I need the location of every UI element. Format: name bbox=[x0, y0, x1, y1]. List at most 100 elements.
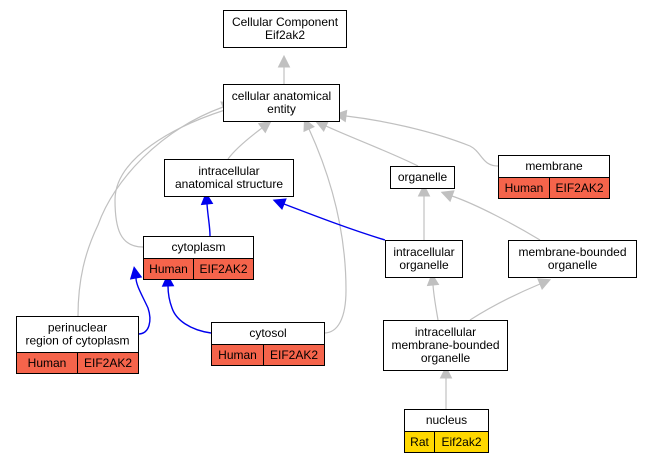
edge-line bbox=[206, 203, 211, 237]
edge-line bbox=[135, 277, 151, 335]
species-tag-box bbox=[498, 177, 610, 199]
edge-cyto-to-ias bbox=[200, 191, 214, 237]
edge-io-to-ias bbox=[272, 198, 386, 241]
species-tag-box bbox=[404, 431, 489, 453]
gene-label: EIF2AK2 bbox=[84, 356, 132, 370]
edge-mbo-to-org bbox=[440, 190, 541, 241]
node-label-line: entity bbox=[267, 102, 296, 116]
edge-peri-to-cyto bbox=[129, 266, 151, 335]
node-box bbox=[16, 316, 139, 353]
node-label-line: organelle bbox=[398, 170, 448, 184]
edge-cytosol-to-cyto bbox=[161, 273, 212, 334]
edge-arrowhead bbox=[161, 273, 175, 287]
species-label: Human bbox=[505, 181, 544, 195]
node-label-line: organelle bbox=[399, 258, 449, 272]
gene-label: EIF2AK2 bbox=[199, 262, 247, 276]
species-label: Rat bbox=[410, 435, 429, 449]
species-label: Human bbox=[218, 348, 257, 362]
node-label-line: Cellular Component bbox=[232, 15, 339, 29]
edge-io-to-org bbox=[417, 183, 431, 240]
node-label-line: perinuclear bbox=[48, 321, 107, 335]
edge-line bbox=[283, 203, 386, 241]
species-tag: Human EIF2AK2 bbox=[16, 352, 139, 374]
edge-line bbox=[227, 127, 263, 160]
node-label-line: membrane bbox=[525, 159, 583, 173]
edge-arrowhead bbox=[277, 54, 291, 68]
node-box bbox=[385, 240, 463, 278]
node-label-line: Eif2ak2 bbox=[265, 28, 305, 42]
edge-arrowhead bbox=[314, 120, 330, 132]
node-label-line: organelle bbox=[548, 258, 598, 272]
edge-cytosol-to-cae bbox=[303, 117, 347, 334]
node-label-line: cytoplasm bbox=[171, 240, 225, 254]
edge-line bbox=[469, 283, 541, 321]
edge-arrowhead bbox=[272, 198, 287, 211]
species-tag: Human EIF2AK2 bbox=[143, 258, 254, 280]
node-box bbox=[508, 240, 637, 278]
node-box bbox=[223, 84, 340, 122]
node-label-line: intracellular bbox=[415, 325, 476, 339]
edge-mem-to-cae bbox=[333, 109, 499, 167]
node-label-line: intracellular bbox=[198, 164, 259, 178]
edge-arrowhead bbox=[440, 190, 455, 203]
node-label-line: cytosol bbox=[249, 326, 286, 340]
node-box bbox=[383, 320, 508, 371]
node-box bbox=[223, 10, 347, 48]
species-tag: Human EIF2AK2 bbox=[211, 344, 325, 366]
node-label-line: cellular anatomical bbox=[232, 89, 331, 103]
edge-arrowhead bbox=[303, 117, 315, 133]
edge-line bbox=[432, 284, 439, 321]
edge-arrowhead bbox=[417, 183, 431, 197]
species-tag: Rat Eif2ak2 bbox=[404, 431, 489, 453]
edge-line bbox=[167, 285, 212, 334]
node-label-line: membrane-bounded bbox=[391, 338, 499, 352]
species-label: Human bbox=[28, 356, 67, 370]
edge-arrowhead bbox=[333, 109, 348, 123]
edge-line bbox=[308, 128, 347, 334]
edge-arrowhead bbox=[426, 272, 440, 287]
species-label: Human bbox=[149, 262, 188, 276]
edge-nuc-to-imbo bbox=[439, 365, 453, 409]
edge-imbo-to-io bbox=[426, 272, 440, 321]
edge-line bbox=[77, 106, 224, 317]
species-tag-box bbox=[143, 258, 254, 280]
edge-cae-to-root bbox=[277, 54, 291, 84]
edge-arrowhead bbox=[200, 191, 214, 206]
edge-arrowhead bbox=[257, 120, 272, 134]
node-box bbox=[390, 166, 455, 189]
gene-label: EIF2AK2 bbox=[270, 348, 318, 362]
species-tag: Human EIF2AK2 bbox=[498, 177, 610, 199]
edge-arrowhead bbox=[129, 266, 143, 280]
edge-org-to-cae bbox=[314, 120, 419, 167]
node-label-line: intracellular bbox=[393, 245, 454, 259]
edge-line bbox=[345, 115, 499, 167]
node-label-line: nucleus bbox=[426, 413, 467, 427]
edge-imbo-to-mbo bbox=[469, 278, 552, 321]
edge-arrowhead bbox=[537, 278, 552, 291]
node-label-line: region of cytoplasm bbox=[25, 334, 129, 348]
node-organelle[interactable]: organelle bbox=[390, 166, 455, 189]
gene-label: Eif2ak2 bbox=[441, 435, 481, 449]
node-box bbox=[164, 159, 294, 197]
species-tag-box bbox=[211, 344, 325, 366]
node-label-line: membrane-bounded bbox=[518, 245, 626, 259]
gene-label: EIF2AK2 bbox=[555, 181, 603, 195]
edge-peri-to-cae bbox=[77, 101, 235, 317]
edge-line bbox=[451, 195, 541, 241]
edge-arrowhead bbox=[439, 365, 453, 379]
edge-ias-to-cae bbox=[227, 120, 272, 160]
node-label-line: organelle bbox=[421, 351, 471, 365]
